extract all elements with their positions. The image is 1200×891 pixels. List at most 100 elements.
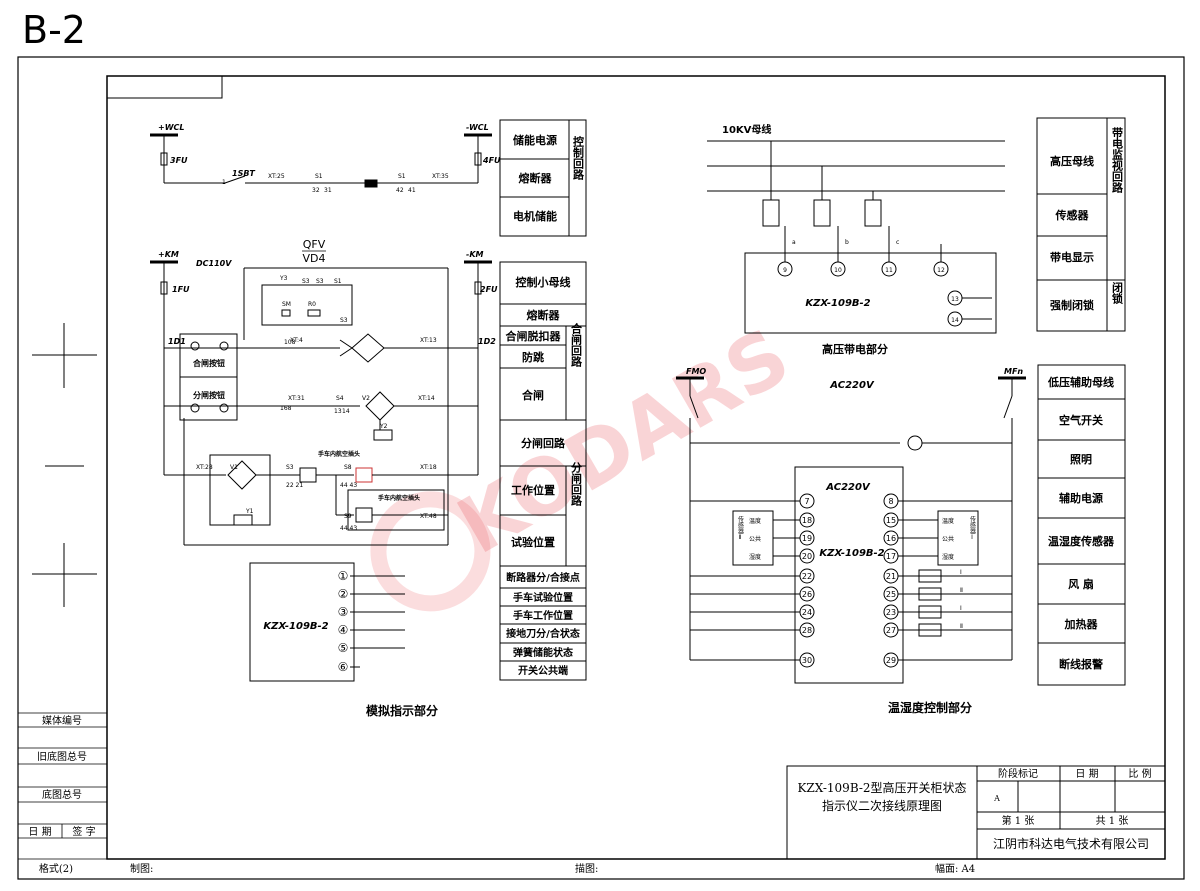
th-legend-6: 加热器 xyxy=(1064,617,1099,631)
v1-label: V1 xyxy=(230,464,238,471)
scale-label: 比 例 xyxy=(1128,767,1151,780)
s8-label: S8 xyxy=(344,464,352,471)
format-label: 格式(2) xyxy=(39,862,73,875)
ac-inner-label: AC220V xyxy=(825,482,871,493)
plug2-label: 手车内航空插头 xyxy=(378,494,420,502)
th-right-terminal-circle xyxy=(883,493,899,509)
km-neg-label: -KM xyxy=(466,250,484,259)
th-right-terminal-circle xyxy=(883,548,899,564)
indicator-wiring xyxy=(249,562,405,682)
th-left-terminal-circle xyxy=(799,512,815,528)
th-legend-frame xyxy=(1037,364,1126,686)
th-right-terminal-circle xyxy=(883,568,899,584)
th-left-terminal-label: 30 xyxy=(802,656,812,665)
wcl-neg-label: -WCL xyxy=(466,123,489,132)
sensor1-temp: 温度 xyxy=(749,517,761,525)
th-legend-5: 风 扇 xyxy=(1068,577,1094,591)
th-right-terminal-label: 29 xyxy=(886,656,896,665)
s9-label: S9 xyxy=(344,513,352,520)
indicator-terminal-3: ③ xyxy=(338,605,349,619)
sensor1-common: 公共 xyxy=(749,535,761,543)
th-device-label: KZX-109B-2 xyxy=(819,548,884,559)
indicator-section-title: 模拟指示部分 xyxy=(366,703,438,718)
legend-lock: 闭锁 xyxy=(1111,281,1124,305)
hv-term-14: 14 xyxy=(951,317,959,324)
fmo-label: FMO xyxy=(686,367,706,376)
y3-label: Y3 xyxy=(279,275,288,282)
d2-label: 1D2 xyxy=(478,337,496,346)
th-left-terminal-circle xyxy=(799,622,815,638)
indicator-terminal-6: ⑥ xyxy=(338,660,349,674)
s3c-label: S3 xyxy=(340,317,348,324)
date-label: 日 期 xyxy=(28,826,51,838)
hv-live-wiring xyxy=(707,140,1005,334)
km-pos-label: +KM xyxy=(158,250,179,259)
th-left-terminal-label: 7 xyxy=(804,497,809,506)
th-right-terminal-label: 17 xyxy=(886,552,896,561)
xt4-label: XT:4 xyxy=(290,337,303,344)
s3b-label: S3 xyxy=(316,278,324,285)
stage-value: A xyxy=(993,794,1000,803)
d1-label: 1D1 xyxy=(168,337,186,346)
sheet-label: 第 1 张 xyxy=(1002,814,1035,827)
xt25-label: XT:25 xyxy=(268,173,285,180)
xt28-label: XT:28 xyxy=(196,464,213,471)
legend-test-pos: 试验位置 xyxy=(511,535,555,549)
th-right-terminal-circle xyxy=(883,530,899,546)
th-left-terminal-label: 19 xyxy=(802,534,812,543)
stage-mark-label: 阶段标记 xyxy=(998,767,1038,780)
th-legend-1: 空气开关 xyxy=(1059,413,1103,427)
th-right-terminal-label: 25 xyxy=(886,590,896,599)
sensor-label-1: 传感器Ⅰ xyxy=(969,515,976,541)
legend-status-1: 手车试验位置 xyxy=(513,591,573,604)
sign-label: 签 字 xyxy=(72,825,95,838)
title-line-1: KZX-109B-2型高压开关柜状态 xyxy=(797,780,966,795)
plug1-label: 手车内航空插头 xyxy=(318,450,360,458)
hv-bus-label: 10KV母线 xyxy=(722,123,771,136)
legend-forced-lock: 强制闭锁 xyxy=(1050,298,1094,312)
sensor-label-2: 传感器Ⅱ xyxy=(737,515,744,541)
fu3-label: 3FU xyxy=(170,156,188,165)
ac-label: AC220V xyxy=(829,380,875,391)
indicator-terminal-5: ⑤ xyxy=(338,641,349,655)
close-button-label: 合闸按钮 xyxy=(192,358,225,368)
n13-label: 13 xyxy=(334,408,342,415)
hv-term-10: 10 xyxy=(834,267,842,274)
legend-fuse2: 熔断器 xyxy=(527,308,561,322)
roman-3: Ⅰ xyxy=(960,605,962,612)
sensor2-common: 公共 xyxy=(942,535,954,543)
hv-legend-frame xyxy=(1036,117,1126,332)
xt14-label: XT:14 xyxy=(418,395,435,402)
n4443-label: 44 43 xyxy=(340,482,357,489)
phase-b: b xyxy=(845,239,849,246)
fu4-label: 4FU xyxy=(482,156,501,165)
n31-label: 31 xyxy=(324,187,332,194)
legend-anti-jump: 防跳 xyxy=(522,350,544,364)
legend-status-4: 弹簧储能状态 xyxy=(513,646,573,659)
n41-label: 41 xyxy=(408,187,416,194)
y1-label: Y1 xyxy=(245,508,254,515)
legend-work-pos: 工作位置 xyxy=(511,483,555,497)
mfn-label: MFn xyxy=(1004,367,1023,376)
xt13-label: XT:13 xyxy=(420,337,437,344)
th-left-terminal-label: 22 xyxy=(802,572,812,581)
open-button-label: 分闸按钮 xyxy=(193,390,225,400)
th-right-terminal-circle xyxy=(883,622,899,638)
s1b-label: S1 xyxy=(398,173,406,180)
indicator-terminal-2: ② xyxy=(338,587,349,601)
s4-label: S4 xyxy=(336,395,344,402)
legend-ctrl-bus: 控制小母线 xyxy=(516,275,571,289)
s3d-label: S3 xyxy=(286,464,294,471)
th-left-terminal-circle xyxy=(799,493,815,509)
v2-label: V2 xyxy=(362,395,370,402)
th-right-terminal-circle xyxy=(883,652,899,668)
sensor2-humid: 湿度 xyxy=(942,553,954,561)
th-left-terminal-label: 24 xyxy=(802,608,812,617)
legend-hv-bus: 高压母线 xyxy=(1050,154,1094,168)
legend-status-5: 开关公共端 xyxy=(518,664,568,677)
hv-term-12: 12 xyxy=(937,267,945,274)
total-label: 共 1 张 xyxy=(1096,815,1129,827)
dc-label: DC110V xyxy=(196,259,232,268)
